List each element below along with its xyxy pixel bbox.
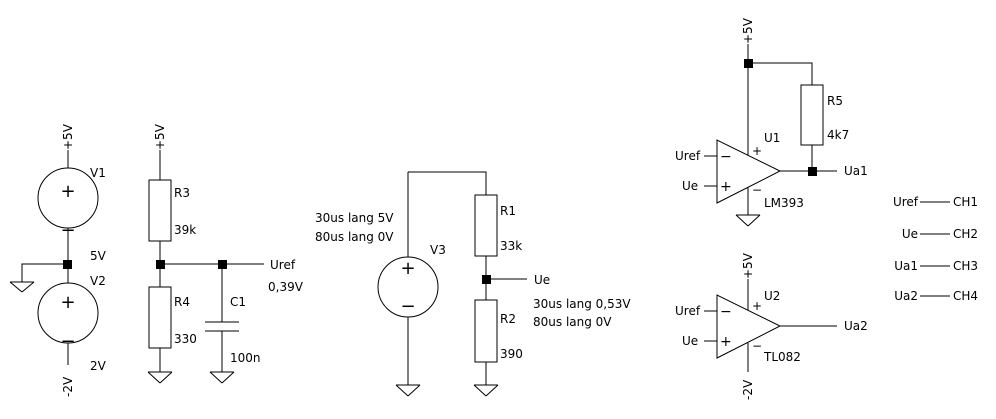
- u1-plus-sign: +: [720, 179, 732, 195]
- v1-plus-sign: +: [60, 181, 75, 202]
- r5-value: 4k7: [827, 128, 849, 142]
- v2-name: V2: [90, 274, 106, 288]
- ground-symbol-u1: [735, 214, 761, 227]
- r5-name: R5: [827, 94, 843, 108]
- u1-part: LM393: [764, 196, 804, 210]
- u2-noninverting-input-label: Ue: [682, 334, 698, 348]
- v3-value-line-1: 30us lang 5V: [315, 211, 394, 225]
- resistor-r4: [148, 286, 172, 349]
- plus5v-label-u2: +5V: [741, 252, 755, 279]
- channel-signal-1: Uref: [893, 195, 919, 209]
- plus5v-label-u1: +5V: [741, 17, 755, 44]
- c1-value: 100n: [230, 351, 261, 365]
- resistor-r2: [474, 299, 498, 363]
- minus2v-label-v2: -2V: [61, 376, 75, 397]
- ua1-net-label: Ua1: [844, 164, 868, 178]
- channel-signal-4: Ua2: [894, 289, 918, 303]
- c1-name: C1: [230, 295, 246, 309]
- u2-inverting-input-label: Uref: [675, 304, 701, 318]
- u1-name: U1: [764, 131, 780, 145]
- u2-minus-sign: −: [720, 304, 732, 320]
- voltage-source-v2: [37, 282, 99, 344]
- r4-value: 330: [174, 332, 197, 346]
- ground-symbol-r4: [147, 371, 173, 384]
- r3-name: R3: [174, 186, 190, 200]
- v1-value: 5V: [90, 249, 107, 263]
- u2-supply-minus: −: [752, 339, 762, 353]
- r2-name: R2: [500, 312, 516, 326]
- r3-value: 39k: [174, 223, 196, 237]
- minus2v-label-u2: -2V: [741, 379, 755, 400]
- ground-symbol-v3: [395, 384, 421, 397]
- pulse-divider: + − V3 30us lang 5V 80us lang 0V R1 33k …: [315, 171, 631, 397]
- voltage-source-v3: [377, 256, 439, 318]
- u1-noninverting-input-label: Ue: [682, 179, 698, 193]
- channel-map: Uref CH1 Ue CH2 Ua1 CH3 Ua2 CH4: [893, 195, 978, 303]
- ue-net-label: Ue: [534, 273, 550, 287]
- plus5v-label-v1: +5V: [61, 123, 75, 150]
- ground-symbol-v1v2: [9, 263, 68, 293]
- r2-value: 390: [500, 347, 523, 361]
- r1-value: 33k: [500, 239, 522, 253]
- ue-value-line-2: 80us lang 0V: [533, 315, 612, 329]
- resistor-r1: [474, 194, 498, 257]
- channel-signal-2: Ue: [902, 227, 918, 241]
- ua2-net-label: Ua2: [844, 319, 868, 333]
- v3-name: V3: [430, 243, 446, 257]
- opamp-u2: +5V − + + − U2 TL082 Uref Ue Ua2 -2V: [675, 252, 868, 400]
- u1-inverting-input-label: Uref: [675, 149, 701, 163]
- opamp-u2-symbol: [716, 294, 782, 359]
- supply-sources: +5V + − V1 5V + − V2 2V -2V: [9, 123, 107, 397]
- ue-value-line-1: 30us lang 0,53V: [533, 297, 631, 311]
- v3-plus-sign: +: [400, 258, 415, 279]
- channel-name-3: CH3: [953, 259, 978, 273]
- v2-value: 2V: [90, 359, 107, 373]
- resistor-r5: [800, 84, 824, 146]
- u1-minus-sign: −: [720, 149, 732, 165]
- resistor-r3: [148, 179, 172, 242]
- u1-supply-plus: +: [752, 144, 762, 158]
- r1-name: R1: [500, 204, 516, 218]
- v2-minus-sign: −: [60, 331, 75, 352]
- reference-divider: +5V R3 39k R4 330 C1 100n Uref 0,39V: [147, 123, 304, 384]
- ground-symbol-r2: [473, 384, 499, 397]
- u1-supply-minus: −: [752, 183, 762, 197]
- v3-minus-sign: −: [400, 296, 415, 317]
- ground-symbol-c1: [209, 371, 235, 384]
- u2-supply-plus: +: [752, 299, 762, 313]
- v1-minus-sign: −: [60, 220, 75, 241]
- channel-name-4: CH4: [953, 289, 978, 303]
- v3-value-line-2: 80us lang 0V: [315, 230, 394, 244]
- comparator-u1: +5V R5 4k7 − + + − U1 LM393 Uref Ue Ua1: [675, 17, 868, 227]
- u2-part: TL082: [763, 350, 801, 364]
- v1-name: V1: [90, 166, 106, 180]
- r4-name: R4: [174, 295, 190, 309]
- channel-name-2: CH2: [953, 227, 978, 241]
- channel-signal-3: Ua1: [894, 259, 918, 273]
- junction-ua1: [808, 167, 817, 176]
- channel-name-1: CH1: [953, 195, 978, 209]
- plus5v-label-r3: +5V: [153, 123, 167, 150]
- capacitor-c1: [205, 321, 239, 332]
- u2-plus-sign: +: [720, 334, 732, 350]
- voltage-source-v1: [37, 167, 99, 229]
- u2-name: U2: [764, 289, 780, 303]
- uref-net-label: Uref: [270, 258, 296, 272]
- v2-plus-sign: +: [60, 292, 75, 313]
- uref-value-label: 0,39V: [268, 280, 304, 294]
